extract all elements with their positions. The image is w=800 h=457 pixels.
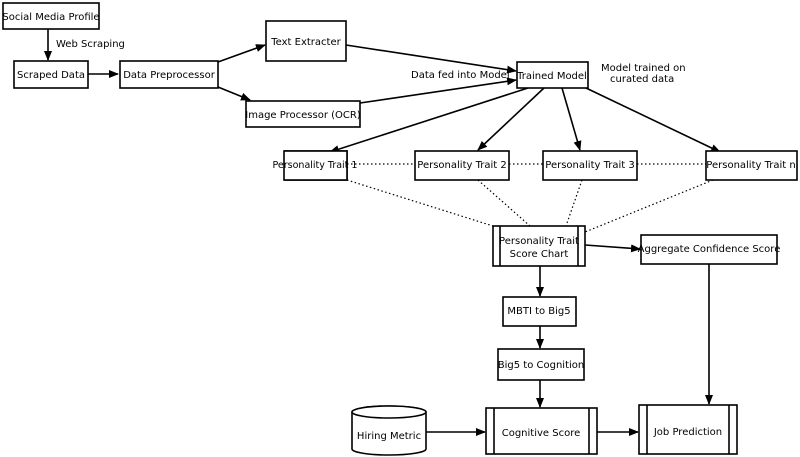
edges (44, 29, 721, 436)
edge-model-to-traitn (585, 87, 721, 153)
edge-preprocessor-to-text (217, 44, 266, 63)
data-preprocessor-node: Data Preprocessor (119, 60, 219, 89)
trait-3-label: Personality Trait 3 (545, 160, 634, 171)
trained-model-node: Trained Model (516, 61, 589, 89)
scraped-data-label: Scraped Data (17, 70, 85, 81)
trait-1-label: Personality Trait 1 (273, 160, 358, 171)
trait-n-node: Personality Trait n (705, 150, 798, 181)
dotted-trait1-chart (346, 179, 494, 227)
aggregate-confidence-label: Aggregate Confidence Score (638, 244, 781, 255)
trait-1-node: Personality Trait 1 (273, 150, 358, 181)
model-trained-label-line2: curated data (610, 74, 674, 85)
data-preprocessor-label: Data Preprocessor (123, 70, 216, 81)
big5-to-cognition-node: Big5 to Cognition (497, 348, 585, 381)
social-media-profile-label: Social Media Profile (2, 12, 99, 23)
dotted-traitn-chart (584, 179, 714, 233)
job-prediction-node: Job Prediction (638, 404, 738, 455)
big5-to-cognition-label: Big5 to Cognition (498, 360, 584, 371)
mbti-to-big5-label: MBTI to Big5 (507, 306, 570, 317)
text-extracter-label: Text Extracter (270, 37, 341, 48)
trait-2-node: Personality Trait 2 (414, 150, 510, 181)
trained-model-label: Trained Model (516, 71, 587, 82)
aggregate-confidence-node: Aggregate Confidence Score (638, 234, 781, 265)
trait-3-node: Personality Trait 3 (542, 150, 638, 181)
dotted-trait2-chart (477, 179, 531, 227)
scraped-data-node: Scraped Data (13, 60, 89, 89)
mbti-to-big5-node: MBTI to Big5 (502, 296, 577, 327)
dotted-connectors (346, 163, 714, 233)
score-chart-label-line1: Personality Trait (499, 236, 579, 247)
data-fed-label: Data fed into Model (411, 70, 510, 81)
cognitive-score-node: Cognitive Score (485, 407, 598, 455)
score-chart-label-line2: Score Chart (510, 249, 569, 260)
cognitive-score-label: Cognitive Score (502, 428, 581, 439)
edge-image-to-model (359, 77, 517, 104)
job-prediction-label: Job Prediction (653, 427, 722, 438)
edge-chart-to-aggregate (584, 244, 641, 253)
edge-text-to-model (345, 44, 517, 74)
text-extracter-node: Text Extracter (265, 20, 347, 62)
social-media-profile-node: Social Media Profile (2, 2, 100, 30)
hiring-metric-node: Hiring Metric (351, 405, 427, 456)
trait-2-label: Personality Trait 2 (417, 160, 506, 171)
model-trained-label-line1: Model trained on (601, 63, 686, 74)
edge-preprocessor-to-image (217, 86, 251, 101)
edge-model-to-trait2 (477, 87, 545, 151)
score-chart-node: Personality Trait Score Chart (492, 225, 586, 267)
image-processor-label: Image Processor (OCR) (245, 110, 361, 121)
image-processor-node: Image Processor (OCR) (245, 100, 361, 128)
trait-n-label: Personality Trait n (706, 160, 795, 171)
dotted-trait3-chart (565, 179, 583, 227)
web-scraping-label: Web Scraping (56, 39, 125, 50)
hiring-metric-label: Hiring Metric (357, 431, 421, 442)
edge-model-to-trait1 (329, 87, 529, 154)
edge-model-to-trait3 (561, 87, 582, 151)
